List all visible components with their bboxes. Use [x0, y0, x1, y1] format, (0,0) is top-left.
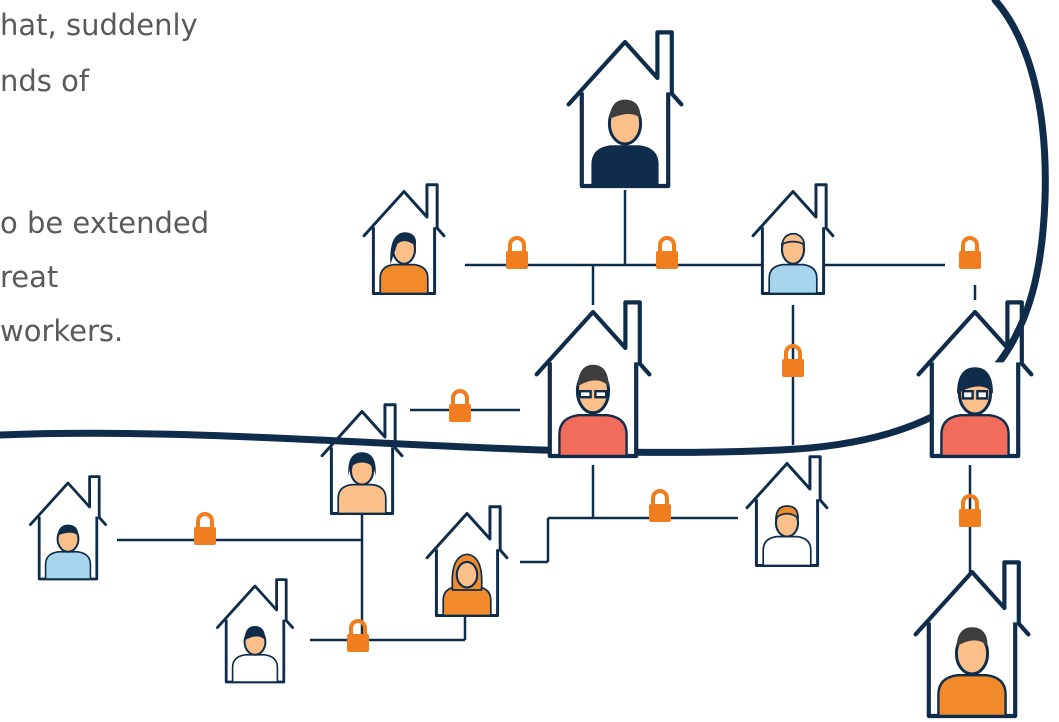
lock-icon-2: [654, 236, 680, 271]
house-center: [537, 302, 650, 456]
lock-icon-3: [957, 236, 983, 271]
house-left-upper: [362, 183, 446, 295]
lock-icon-5: [447, 389, 473, 424]
text-line-1: hat, suddenly: [0, 8, 198, 42]
house-bottom-left: [215, 578, 295, 684]
house-far-left: [28, 475, 107, 581]
swoosh-curve: [0, 0, 1049, 456]
house-right: [919, 302, 1032, 456]
text-line-4: reat: [0, 260, 59, 294]
house-lower-mid: [425, 505, 509, 617]
lock-icon-7: [192, 512, 218, 547]
house-mid-left: [320, 403, 404, 515]
house-mid-upper: [751, 183, 835, 295]
house-top: [569, 32, 682, 186]
text-line-3: o be extended: [0, 206, 210, 240]
lock-icon-1: [504, 236, 530, 271]
text-line-5: workers.: [0, 314, 124, 348]
lock-icon-6: [647, 489, 673, 524]
lock-icon-8: [345, 619, 371, 654]
text-line-2: nds of: [0, 64, 90, 98]
house-bottom-right: [916, 562, 1029, 716]
house-lower-right: [745, 455, 829, 567]
